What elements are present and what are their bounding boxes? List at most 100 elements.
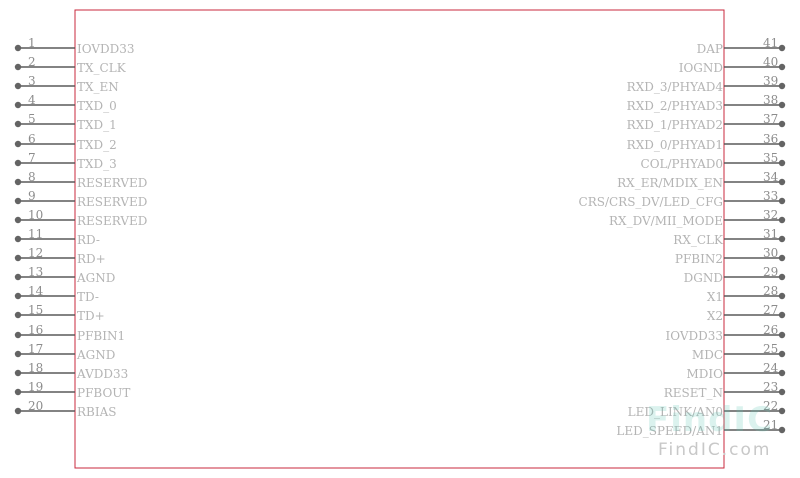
right-pin-28-dot (778, 292, 786, 300)
right-pin-number: 38 (763, 93, 779, 107)
right-pin-name: LED_LINK/AN0 (627, 405, 723, 419)
left-pin-number: 20 (28, 399, 44, 413)
right-pin-name: IOGND (678, 61, 723, 75)
left-pin-name: TXD_0 (77, 99, 117, 113)
left-pin-number: 12 (28, 246, 44, 260)
right-pin-number: 35 (763, 151, 779, 165)
right-pin-name: RXD_3/PHYAD4 (626, 80, 723, 94)
left-pin-name: RBIAS (77, 405, 117, 419)
left-pin-name: TD- (77, 290, 99, 304)
right-pin-name: IOVDD33 (665, 329, 723, 343)
right-pin-30-dot (778, 254, 786, 262)
left-pin-16-dot (14, 331, 22, 339)
right-pin-number: 24 (763, 361, 779, 375)
left-pin-name: TXD_1 (77, 118, 117, 132)
right-pin-40-dot (778, 63, 786, 71)
left-pin-number: 14 (28, 284, 44, 298)
right-pin-number: 40 (763, 55, 779, 69)
right-pin-number: 36 (763, 132, 779, 146)
left-pin-name: PFBIN1 (77, 329, 126, 343)
right-pin-23-dot (778, 388, 786, 396)
right-pin-number: 29 (763, 265, 779, 279)
right-pin-39-dot (778, 82, 786, 90)
left-pin-14-dot (14, 292, 22, 300)
left-pin-name: RD- (77, 233, 100, 247)
right-pin-27-dot (778, 311, 786, 319)
right-pin-number: 25 (763, 342, 779, 356)
left-pin-6-dot (14, 140, 22, 148)
right-pin-36-dot (778, 140, 786, 148)
right-pin-37-dot (778, 120, 786, 128)
right-pin-number: 31 (763, 227, 779, 241)
right-pin-name: RX_CLK (673, 233, 723, 247)
left-pin-name: AGND (77, 348, 116, 362)
right-pin-number: 28 (763, 284, 779, 298)
left-pin-number: 3 (28, 74, 36, 88)
left-pin-9-dot (14, 197, 22, 205)
left-pin-1-dot (14, 44, 22, 52)
right-pin-number: 33 (763, 189, 779, 203)
left-pin-name: RESERVED (77, 214, 148, 228)
left-pin-5-dot (14, 120, 22, 128)
right-pin-name: DGND (683, 271, 723, 285)
right-pin-name: MDC (691, 348, 723, 362)
right-pin-name: X1 (706, 290, 723, 304)
right-pin-32-dot (778, 216, 786, 224)
right-pin-name: RXD_1/PHYAD2 (626, 118, 723, 132)
left-pin-number: 16 (28, 323, 44, 337)
left-pin-number: 8 (28, 170, 36, 184)
right-pin-number: 27 (763, 303, 779, 317)
left-pin-name: RESERVED (77, 195, 148, 209)
right-pin-33-dot (778, 197, 786, 205)
right-pin-name: X2 (706, 309, 723, 323)
left-pin-number: 13 (28, 265, 44, 279)
right-pin-number: 41 (763, 36, 779, 50)
right-pin-name: PFBIN2 (674, 252, 723, 266)
right-pin-name: RX_DV/MII_MODE (609, 214, 723, 228)
left-pin-name: TX_CLK (77, 61, 126, 75)
right-pin-38-dot (778, 101, 786, 109)
right-pin-number: 37 (763, 112, 779, 126)
left-pin-4-dot (14, 101, 22, 109)
left-pin-name: RESERVED (77, 176, 148, 190)
right-pin-21-dot (778, 426, 786, 434)
left-pin-number: 10 (28, 208, 44, 222)
left-pin-name: IOVDD33 (77, 42, 135, 56)
right-pin-number: 34 (763, 170, 779, 184)
left-pin-name: TD+ (77, 309, 105, 323)
right-pin-29-dot (778, 273, 786, 281)
left-pin-8-dot (14, 178, 22, 186)
left-pin-number: 5 (28, 112, 36, 126)
left-pin-2-dot (14, 63, 22, 71)
left-pin-number: 18 (28, 361, 44, 375)
left-pin-number: 11 (28, 227, 44, 241)
right-pin-25-dot (778, 350, 786, 358)
left-pin-name: TX_EN (77, 80, 119, 94)
left-pin-18-dot (14, 369, 22, 377)
left-pin-10-dot (14, 216, 22, 224)
right-pin-41-dot (778, 44, 786, 52)
left-pin-19-dot (14, 388, 22, 396)
left-pin-3-dot (14, 82, 22, 90)
left-pin-name: RD+ (77, 252, 106, 266)
right-pin-number: 39 (763, 74, 779, 88)
right-pin-name: CRS/CRS_DV/LED_CFG (578, 195, 723, 209)
left-pin-20-dot (14, 407, 22, 415)
left-pin-number: 2 (28, 55, 36, 69)
right-pin-name: COL/PHYAD0 (640, 157, 723, 171)
right-pin-name: LED_SPEED/AN1 (616, 424, 723, 438)
right-pin-number: 32 (763, 208, 779, 222)
left-pin-7-dot (14, 159, 22, 167)
right-pin-name: RXD_2/PHYAD3 (626, 99, 723, 113)
right-pin-number: 23 (763, 380, 779, 394)
left-pin-name: TXD_2 (77, 138, 117, 152)
right-pin-35-dot (778, 159, 786, 167)
right-pin-number: 30 (763, 246, 779, 260)
left-pin-13-dot (14, 273, 22, 281)
left-pin-number: 4 (28, 93, 36, 107)
right-pin-name: RX_ER/MDIX_EN (617, 176, 723, 190)
right-pin-name: DAP (696, 42, 723, 56)
right-pin-31-dot (778, 235, 786, 243)
left-pin-name: AVDD33 (77, 367, 129, 381)
left-pin-15-dot (14, 311, 22, 319)
